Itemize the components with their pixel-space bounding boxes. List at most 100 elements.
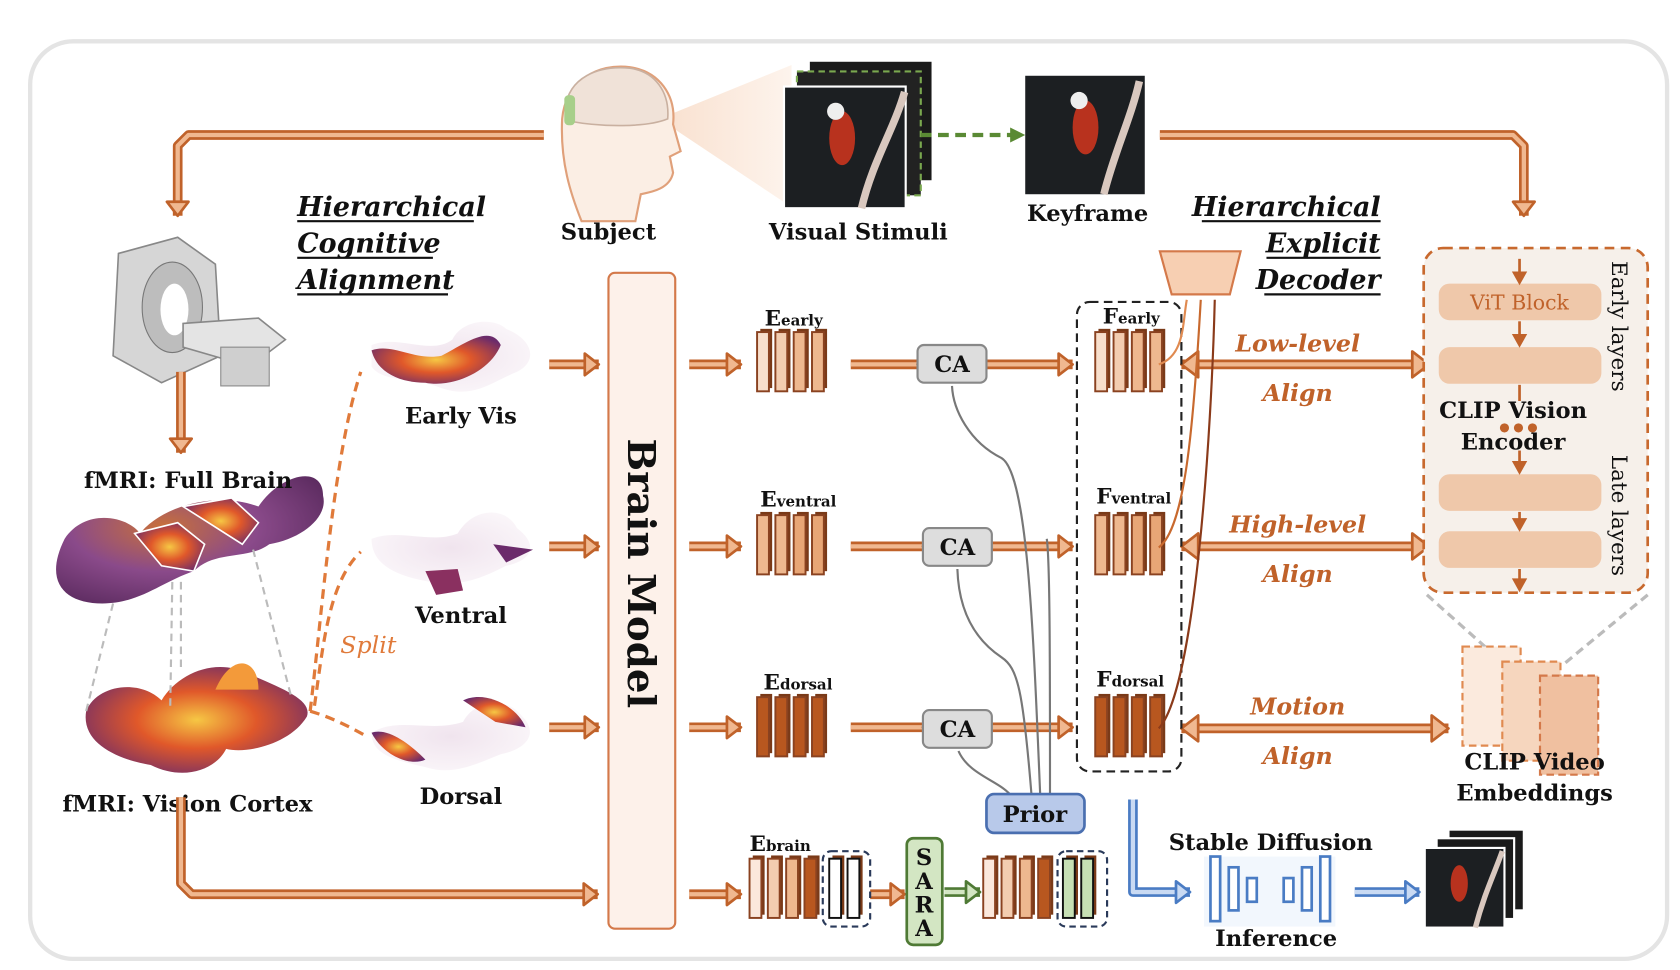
decoder-features-group [1075, 300, 1183, 773]
e-brain-stack-bar [748, 857, 763, 919]
visual-stimuli-label: Visual Stimuli [768, 219, 948, 245]
decoder-feature-lines [1157, 299, 1216, 730]
brain-model-to-e-arrow-head [725, 715, 743, 740]
subject-head-illustration [560, 65, 792, 223]
e-dorsal-stack-bar [774, 696, 789, 758]
brain-model-to-e-arrow-head [725, 352, 743, 377]
low-level-align-arrow-head [1410, 350, 1431, 379]
e-early-stack-bar [774, 331, 789, 393]
stable-diffusion-label: Stable Diffusion [1169, 830, 1373, 856]
keyframe-to-clip-arrow-head [1511, 200, 1536, 218]
e-dorsal-stack-bar [792, 696, 807, 758]
high-level-align-label: Align [1261, 560, 1333, 588]
e-brain-query-stack-bar [828, 857, 843, 919]
sara-output-stack-bar [1061, 857, 1076, 919]
svg-text:Explicit: Explicit [1265, 228, 1381, 259]
brain-model-to-e-arrow-head [725, 534, 743, 559]
f-ventral-stack-bar [1112, 514, 1127, 576]
hierarchical-explicit-decoder-title: Hierarchical Explicit Decoder [1191, 192, 1383, 296]
visual-stimuli-images [782, 61, 932, 210]
f-dorsal-stack-bar [1130, 696, 1145, 758]
high-level-align-arrow-head [1180, 532, 1200, 561]
low-level-label: Low-level [1234, 329, 1360, 357]
ca-to-f-arrow-head [1057, 352, 1074, 377]
clip-vision-encoder: ViT Block CLIP Vision Encoder Early laye… [1422, 246, 1650, 595]
f-ventral-label: Fventral [1096, 484, 1171, 509]
low-level-align-arrow-head [1180, 350, 1200, 379]
svg-text:R: R [915, 893, 934, 919]
low-level-align-label: Align [1261, 379, 1333, 407]
e-dorsal-stack-bar [811, 696, 825, 758]
f-dorsal-label: Fdorsal [1096, 667, 1164, 692]
svg-text:Alignment: Alignment [294, 265, 455, 296]
cross-attention-ventral: CA [921, 527, 993, 567]
sara-box: S A R A [905, 836, 944, 947]
motion-align-label: Align [1261, 742, 1333, 770]
svg-text:Decoder: Decoder [1255, 265, 1383, 296]
f-early-label: Fearly [1103, 304, 1161, 329]
f-ventral-stack-bar [1130, 514, 1145, 576]
inference-label: Inference [1215, 926, 1337, 952]
early-vis-label: Early Vis [405, 404, 517, 430]
subject-to-mri-arrow-body [175, 132, 544, 216]
brain-model-label: Brain Model [618, 438, 663, 708]
svg-text:CLIP Video: CLIP Video [1464, 749, 1604, 775]
prior-output-stack-bar [1018, 857, 1033, 919]
keyframe-image [1025, 75, 1145, 196]
e-ventral-label: Eventral [760, 488, 836, 513]
e-dorsal-label: Edorsal [764, 671, 833, 696]
svg-text:S: S [916, 845, 932, 871]
sara-to-output-arrow-head [964, 879, 982, 905]
e-ventral-stack-bar [811, 514, 825, 576]
output-video-frames [1423, 828, 1525, 929]
fmri-full-brain-map [56, 476, 324, 604]
query-tokens-dashed-box [821, 850, 872, 928]
svg-text:Embeddings: Embeddings [1456, 781, 1613, 807]
f-dorsal-stack-bar [1094, 696, 1109, 758]
svg-text:A: A [914, 916, 933, 942]
e-ventral-stack-bar [774, 514, 789, 576]
f-early-stack-bar [1149, 331, 1163, 393]
f-ventral-stack-bar [1149, 514, 1163, 576]
ca-to-f-arrow-head [1057, 715, 1074, 740]
brain-projection-dashed-lines [85, 549, 292, 712]
roi-to-brain-model-arrow-head [583, 534, 601, 559]
mri-scanner-icon [112, 236, 287, 387]
e-brain-stack-bar [803, 857, 818, 919]
roi-to-brain-model-arrow-head [583, 715, 601, 740]
cross-attention-early: CA [916, 343, 988, 384]
vit-block-label: ViT Block [1469, 290, 1569, 314]
f-early-stack-bar [1130, 331, 1145, 393]
sara-tokens-dashed-box [1056, 850, 1109, 928]
high-level-align-arrow-head [1410, 532, 1431, 561]
flow-arrows [165, 130, 1536, 907]
e-dorsal-stack-bar [756, 696, 770, 758]
svg-text:Hierarchical: Hierarchical [296, 192, 486, 223]
clip-video-embeddings: CLIP Video Embeddings [1425, 593, 1649, 807]
ebrain-to-sara-arrow-head [889, 882, 906, 907]
f-dorsal-stack-bar [1112, 696, 1127, 758]
e-brain-stack-bar [785, 857, 799, 919]
prior-output-stack-bar [982, 857, 997, 919]
ventral-label: Ventral [414, 603, 507, 629]
f-dorsal-stack-bar [1149, 696, 1163, 758]
early-layers-label: Early layers [1606, 261, 1631, 392]
mri-to-fmri-arrow-head [168, 437, 194, 455]
split-dashed-arrows [308, 371, 365, 737]
motion-align-arrow-head [1180, 714, 1200, 743]
svg-text:Encoder: Encoder [1461, 429, 1567, 455]
svg-text:CA: CA [940, 717, 976, 743]
prior-output-stack-bar [1037, 857, 1051, 919]
ventral-map [371, 512, 534, 595]
split-label: Split [340, 631, 397, 659]
vision-cortex-to-brain-model-arrow-head [582, 882, 600, 907]
prior-to-diffusion-arrow-body [1130, 799, 1190, 895]
e-early-label: Eearly [765, 307, 824, 332]
svg-text:CA: CA [934, 352, 970, 378]
svg-text:CA: CA [940, 535, 976, 561]
fmri-vision-cortex-map [85, 663, 308, 773]
prior-output-stack-bar [1000, 857, 1015, 919]
motion-label: Motion [1249, 692, 1345, 720]
e-ventral-stack-bar [756, 514, 770, 576]
